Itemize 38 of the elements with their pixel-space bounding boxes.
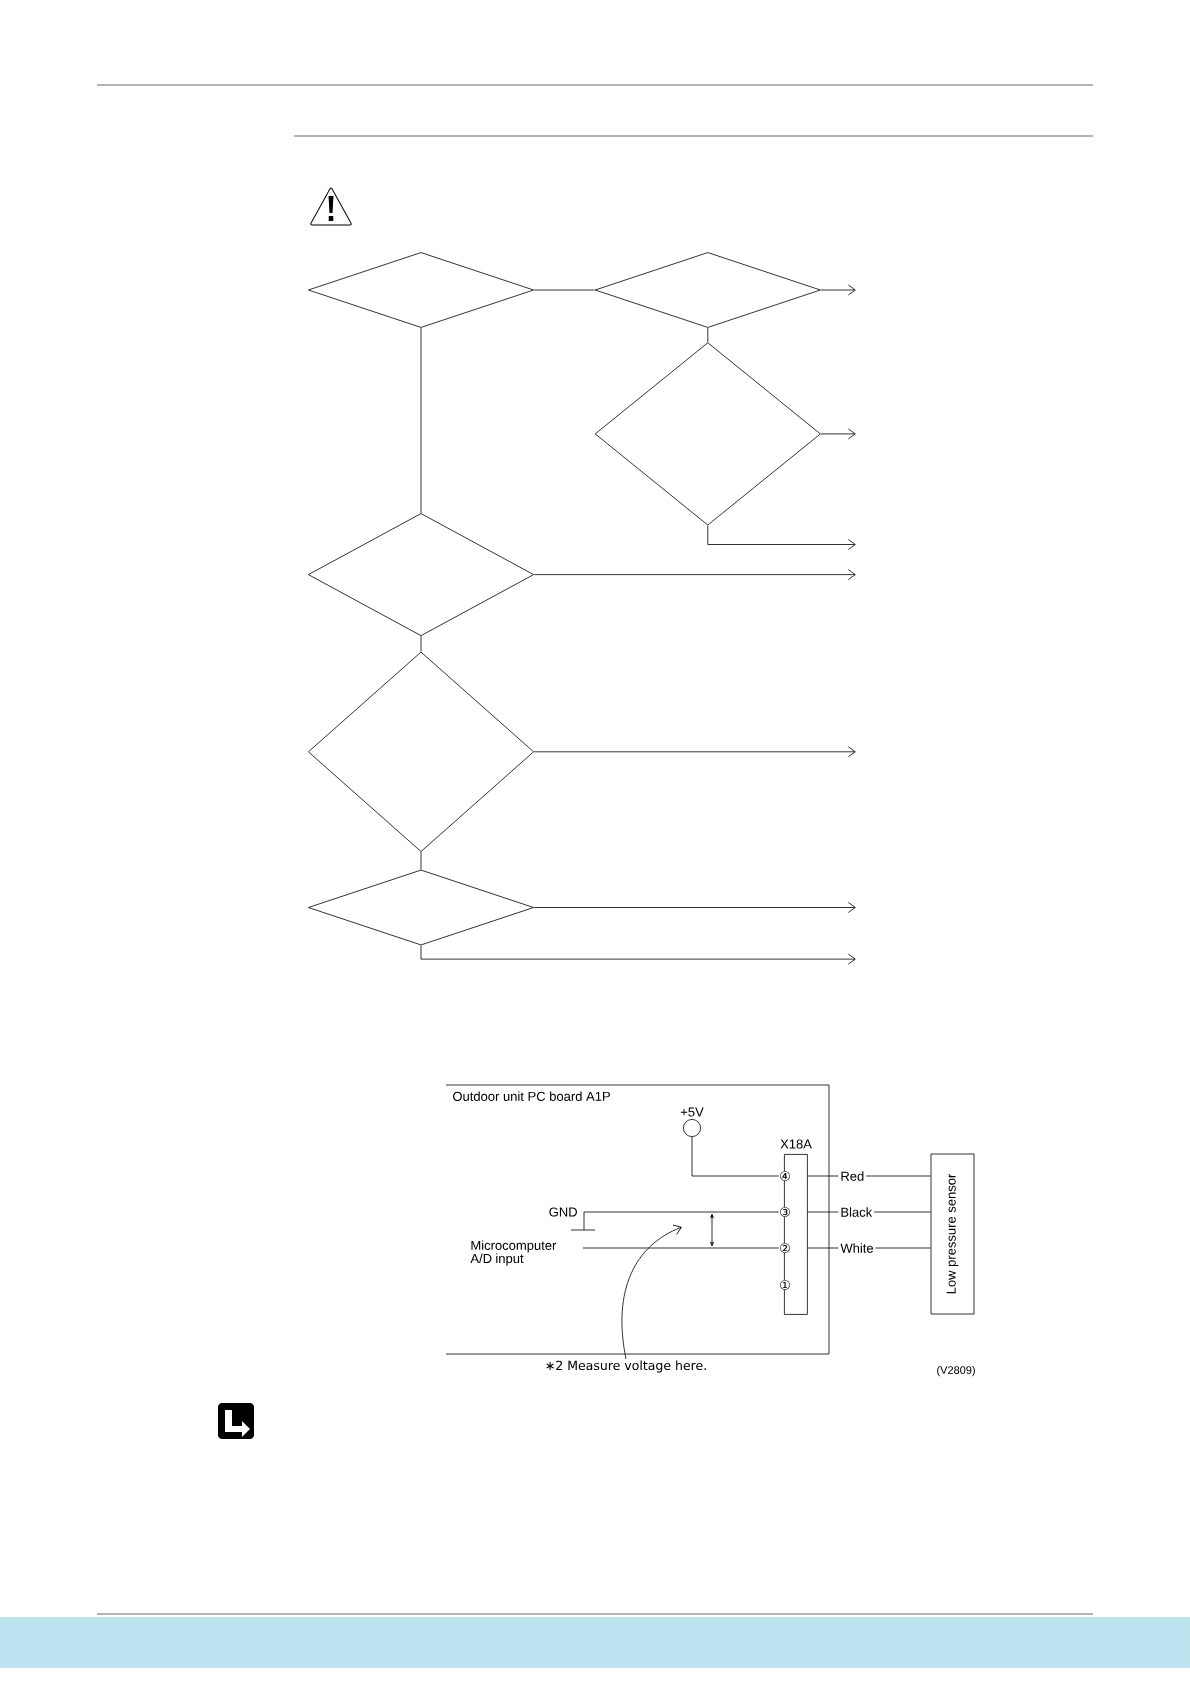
arrow <box>420 945 856 965</box>
arrow <box>820 284 856 296</box>
arrow <box>707 525 856 550</box>
connector-line <box>420 851 422 870</box>
connector-line <box>420 635 422 652</box>
edge-label: Red <box>838 1169 867 1183</box>
pin-number: ③ <box>779 1207 791 1217</box>
input-label: Microcomputer A/D input <box>470 1240 557 1266</box>
wire <box>807 1175 931 1177</box>
connector-line <box>707 327 709 343</box>
arrow <box>533 569 856 580</box>
decision-diamond <box>594 252 821 328</box>
edge-label: Black <box>838 1205 875 1219</box>
decision-diamond <box>594 342 821 526</box>
node-label: +5V <box>680 1107 704 1117</box>
note-text: ∗2 Measure voltage here. <box>546 1360 706 1373</box>
arrow <box>533 746 856 758</box>
pin-number: ① <box>779 1280 791 1290</box>
wire <box>582 1247 780 1249</box>
pin-number: ④ <box>779 1171 791 1181</box>
connector-line <box>420 327 422 514</box>
wire <box>583 1211 780 1213</box>
decision-diamond <box>308 252 534 328</box>
wire <box>691 1136 780 1177</box>
arrow <box>820 428 856 440</box>
pin-number: ② <box>779 1243 791 1253</box>
power-terminal: +5V <box>680 1107 704 1137</box>
decision-diamond <box>308 651 534 852</box>
ground-label: GND <box>549 1207 577 1217</box>
connector-line <box>533 289 596 291</box>
arrow <box>533 902 856 913</box>
decision-diamond <box>308 513 534 637</box>
edge-label: White <box>838 1241 876 1255</box>
sensor-box: Low pressure sensor <box>930 1153 975 1315</box>
decision-diamond <box>308 869 534 946</box>
label: (V2809) <box>937 1365 975 1377</box>
node-label: X18A <box>780 1139 812 1149</box>
leader-line <box>621 1224 682 1360</box>
